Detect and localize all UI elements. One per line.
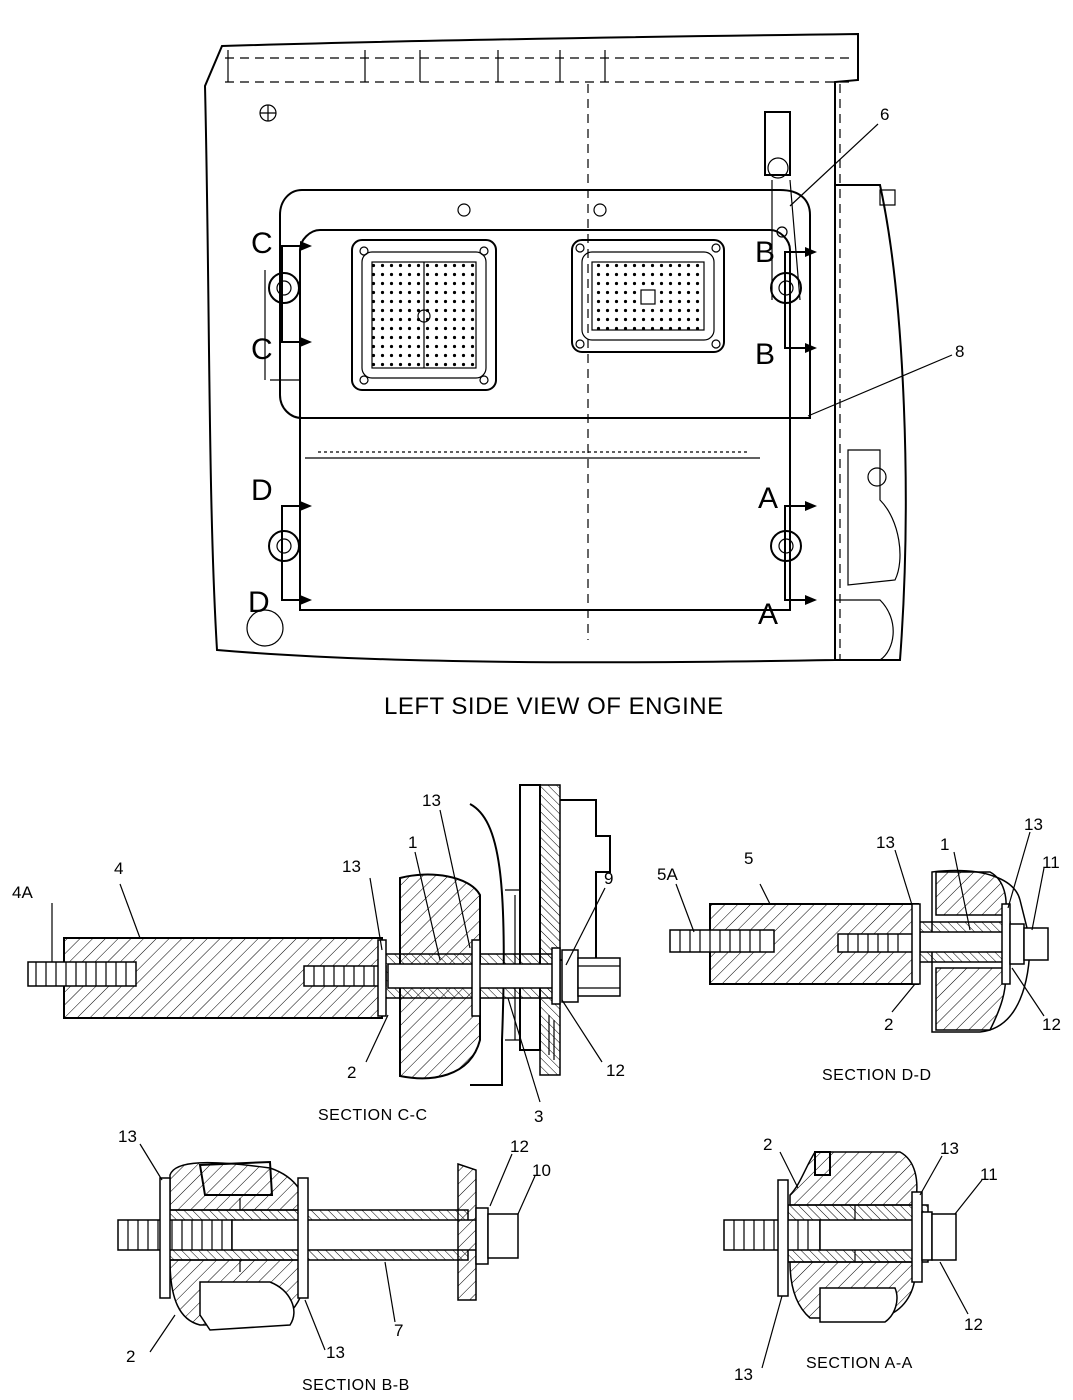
section-a-a-title: SECTION A-A — [806, 1355, 913, 1372]
engine-side-view — [203, 32, 953, 664]
dd-callout-13a: 13 — [876, 833, 895, 852]
connector-right — [571, 239, 725, 353]
section-b-b-drawing — [117, 1143, 536, 1353]
dd-callout-2: 2 — [884, 1015, 893, 1034]
section-d-d-title: SECTION D-D — [822, 1067, 932, 1084]
section-a-a-drawing — [723, 1151, 983, 1369]
dd-callout-13b: 13 — [1024, 815, 1043, 834]
dd-callout-5a: 5A — [657, 865, 678, 884]
cc-callout-13a: 13 — [342, 857, 361, 876]
cc-callout-2: 2 — [347, 1063, 356, 1082]
cc-callout-12: 12 — [606, 1061, 625, 1080]
cc-callout-1: 1 — [408, 833, 417, 852]
section-b-b-title: SECTION B-B — [302, 1377, 410, 1394]
bb-callout-13b: 13 — [326, 1343, 345, 1362]
marker-b-bottom: B — [755, 338, 775, 371]
marker-c-bottom: C — [251, 333, 273, 366]
bb-callout-13a: 13 — [118, 1127, 137, 1146]
cc-callout-13b: 13 — [422, 791, 441, 810]
dd-callout-11: 11 — [1042, 853, 1060, 872]
cc-callout-4a: 4A — [12, 883, 33, 902]
dd-callout-1: 1 — [940, 835, 949, 854]
section-c-c-drawing — [27, 784, 621, 1103]
callout-8: 8 — [955, 342, 964, 361]
dd-callout-12: 12 — [1042, 1015, 1061, 1034]
aa-callout-2: 2 — [763, 1135, 772, 1154]
bb-callout-10: 10 — [532, 1161, 551, 1180]
callout-6: 6 — [880, 105, 889, 124]
marker-b-top: B — [755, 236, 775, 269]
cc-callout-4: 4 — [114, 859, 123, 878]
marker-d-top: D — [251, 474, 273, 507]
marker-a-top: A — [758, 482, 778, 515]
aa-callout-11: 11 — [980, 1165, 998, 1184]
marker-a-bottom: A — [758, 598, 778, 631]
bb-callout-2: 2 — [126, 1347, 135, 1366]
connector-left — [351, 239, 497, 391]
bb-callout-7: 7 — [394, 1321, 403, 1340]
cc-callout-9: 9 — [604, 869, 613, 888]
bb-callout-12: 12 — [510, 1137, 529, 1156]
aa-callout-12: 12 — [964, 1315, 983, 1334]
aa-callout-13b: 13 — [734, 1365, 753, 1384]
marker-c-top: C — [251, 227, 273, 260]
aa-callout-13a: 13 — [940, 1139, 959, 1158]
view-title: LEFT SIDE VIEW OF ENGINE — [384, 693, 724, 720]
section-d-d-drawing — [669, 831, 1049, 1033]
marker-d-bottom: D — [248, 586, 270, 619]
dd-callout-5: 5 — [744, 849, 753, 868]
section-c-c-title: SECTION C-C — [318, 1107, 428, 1124]
cc-callout-3: 3 — [534, 1107, 543, 1126]
